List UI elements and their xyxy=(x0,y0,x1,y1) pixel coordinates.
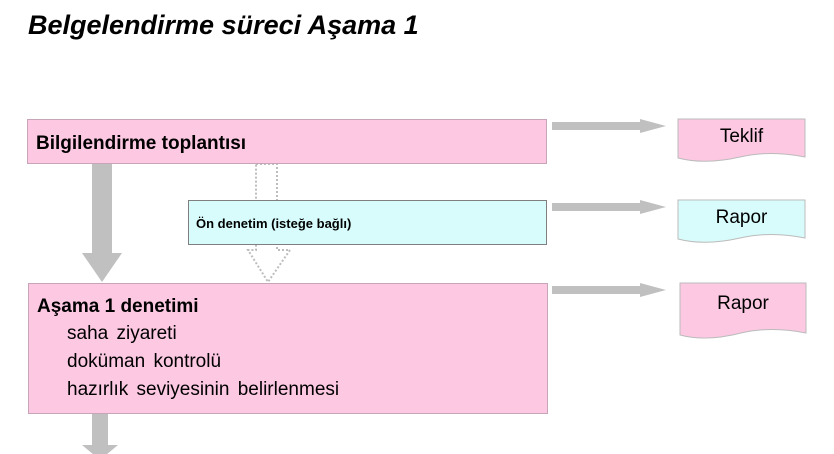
main-down-arrow xyxy=(82,164,122,282)
doc-label: Rapor xyxy=(715,207,768,228)
doc-rapor-1: Rapor xyxy=(678,200,805,240)
right-arrow-2 xyxy=(552,200,666,214)
pre-audit-box: Ön denetim (isteğe bağlı) xyxy=(188,200,547,245)
bottom-down-arrow xyxy=(82,414,118,454)
right-arrow-3 xyxy=(552,283,666,297)
doc-label: Teklif xyxy=(719,126,764,147)
doc-teklif-shape xyxy=(677,118,806,162)
right-arrow-1 xyxy=(552,119,666,133)
doc-teklif: Teklif xyxy=(678,119,805,159)
stage1-audit-box: Aşama 1 denetimi saha ziyareti doküman k… xyxy=(28,283,548,414)
doc-rapor-2-shape xyxy=(679,282,807,339)
stage1-item: hazırlık seviyesinin belirlenmesi xyxy=(67,379,340,400)
stage1-item: saha ziyareti xyxy=(67,323,177,344)
slide-title: Belgelendirme süreci Aşama 1 xyxy=(28,10,419,40)
stage1-heading: Aşama 1 denetimi xyxy=(37,296,199,317)
doc-rapor-2: Rapor xyxy=(680,286,806,331)
stage1-item: doküman kontrolü xyxy=(67,351,222,372)
doc-rapor-1-shape xyxy=(677,199,806,243)
info-meeting-box: Bilgilendirme toplantısı xyxy=(27,119,547,164)
doc-label: Rapor xyxy=(717,293,769,314)
